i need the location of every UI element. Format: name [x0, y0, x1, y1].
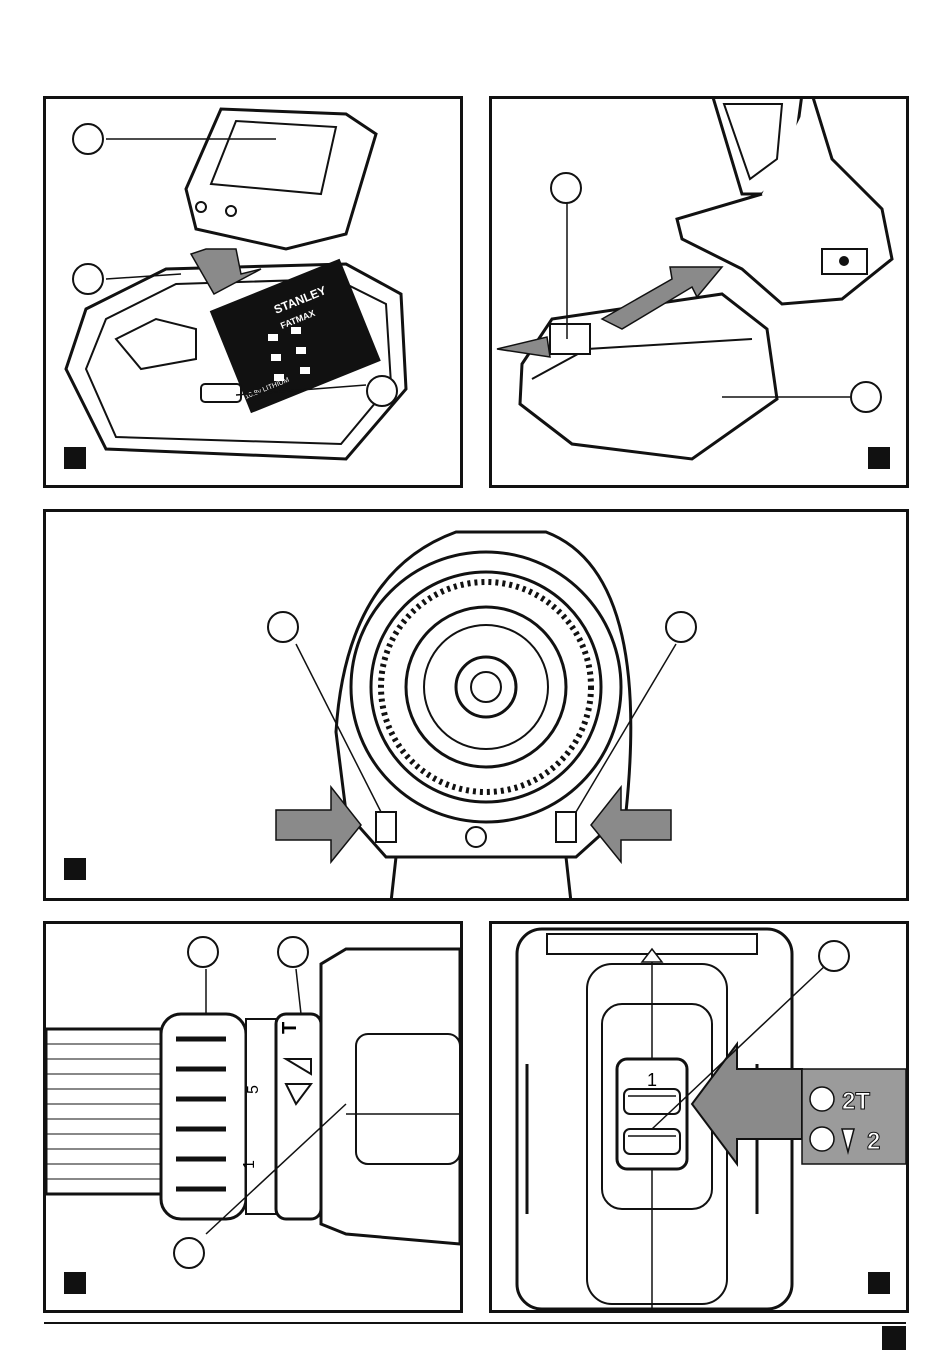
arrow-icon: [497, 337, 550, 357]
callout-circle: [187, 936, 219, 968]
dial-mark-1: 1: [241, 1160, 258, 1169]
figure-marker: [64, 858, 86, 880]
dial-mark-t: T: [279, 1022, 301, 1034]
callout-circle: [72, 123, 104, 155]
figure-panel-dials: 1 5 T: [43, 921, 463, 1313]
callout-circle: [277, 936, 309, 968]
gear-legend-high: 2T: [842, 1088, 870, 1115]
drill-icon: [336, 532, 631, 898]
gear-position-label: 1: [647, 1070, 657, 1090]
callout-circle: [173, 1237, 205, 1269]
figure-panel-gear-selector: 1 2T 2: [489, 921, 909, 1313]
drill-front-illustration: [46, 512, 906, 898]
callout-circle: [550, 172, 582, 204]
figure-panel-battery-charger: STANLEY FATMAX 10.8v LITHIUM: [43, 96, 463, 488]
figure-panel-drill-front: [43, 509, 909, 901]
battery-icon: [186, 109, 376, 249]
drill-icon: [46, 949, 460, 1244]
figure-marker: [64, 447, 86, 469]
figure-marker: [868, 1272, 890, 1294]
gear-legend-low: 2: [867, 1128, 880, 1155]
footer-divider: [44, 1322, 906, 1324]
callout-circle: [665, 611, 697, 643]
drill-illustration: [492, 99, 906, 485]
figure-marker: [868, 447, 890, 469]
callout-circle: [267, 611, 299, 643]
charger-illustration: STANLEY FATMAX 10.8v LITHIUM: [46, 99, 460, 485]
callout-circle: [850, 381, 882, 413]
callout-circle: [818, 940, 850, 972]
callout-circle: [366, 375, 398, 407]
figure-marker: [64, 1272, 86, 1294]
battery-icon: [520, 294, 777, 459]
callout-circle: [72, 263, 104, 295]
figure-panel-battery-drill: [489, 96, 909, 488]
page-number-marker: [882, 1326, 906, 1350]
dial-mark-5: 5: [245, 1085, 262, 1094]
dials-illustration: 1 5 T: [46, 924, 460, 1310]
gear-selector-illustration: 1 2T 2: [492, 924, 906, 1310]
